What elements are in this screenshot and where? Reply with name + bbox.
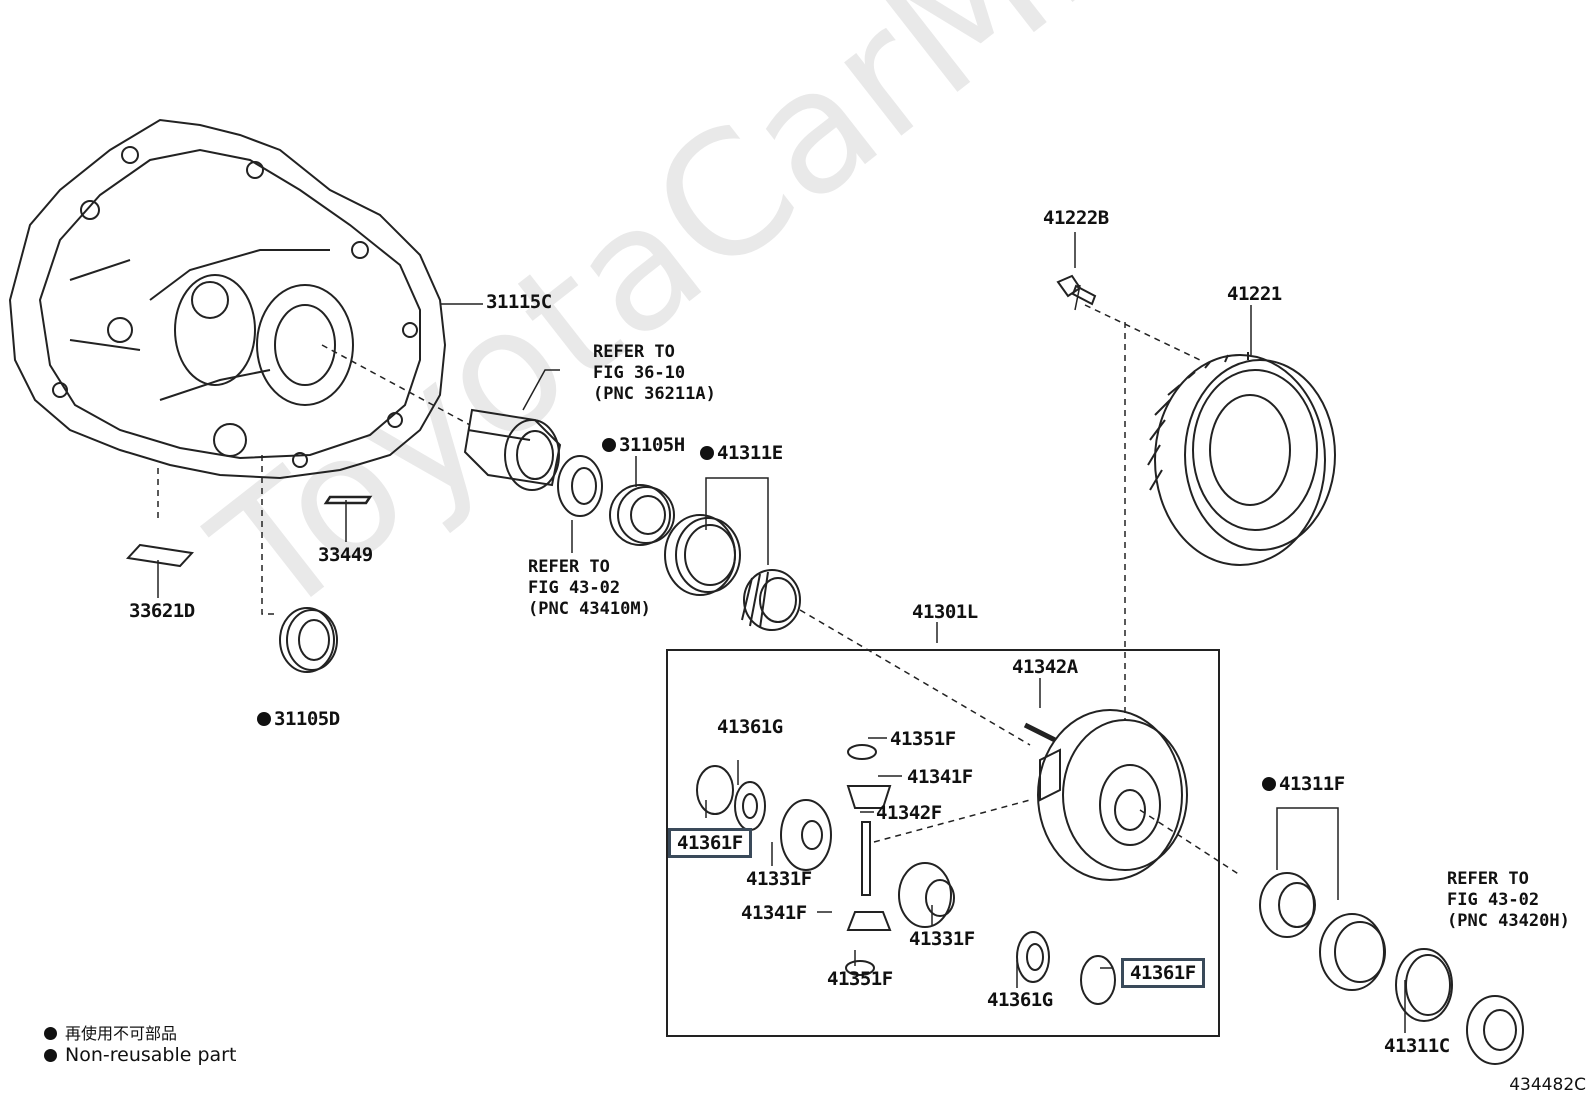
non-reusable-dot-icon <box>602 438 616 452</box>
washer-41361G-top-drawing <box>734 781 766 831</box>
label-41301L: 41301L <box>912 601 978 623</box>
non-reusable-dot-icon <box>44 1027 57 1040</box>
legend-en: Non-reusable part <box>44 1044 236 1066</box>
legend-jp: 再使用不可部品 <box>44 1020 177 1044</box>
label-41342F: 41342F <box>876 802 942 824</box>
pinion-41341F-top-drawing <box>846 785 892 809</box>
label-31105H: 31105H <box>602 436 685 455</box>
label-41311E: 41311E <box>700 444 783 463</box>
differential-assembly-box <box>666 649 1220 1037</box>
refer-note-43-02-b: REFER TO FIG 43-02 (PNC 43420H) <box>1447 869 1570 931</box>
label-41361G-bottom: 41361G <box>987 989 1053 1011</box>
ring-gear-41221-drawing <box>1147 352 1336 566</box>
label-33621D: 33621D <box>129 600 195 622</box>
shim-41311C-drawing <box>1395 948 1453 1022</box>
label-41351F-bottom: 41351F <box>827 968 893 990</box>
differential-case-41301L-drawing <box>1037 709 1188 881</box>
washer-41351F-top-drawing <box>847 744 877 760</box>
label-33449: 33449 <box>318 544 373 566</box>
bearing-31105H-drawing <box>609 484 675 546</box>
transmission-case-drawing <box>8 118 447 480</box>
label-31105D: 31105D <box>257 710 340 729</box>
shaft-41342F-drawing <box>861 821 871 896</box>
bearing-41311F-drawing <box>1259 872 1386 991</box>
refer-note-36-10: REFER TO FIG 36-10 (PNC 36211A) <box>593 342 716 404</box>
pinion-41341F-bottom-drawing <box>846 911 892 931</box>
side-gear-41331F-left-drawing <box>780 799 832 871</box>
pin-41342A-drawing <box>1023 722 1057 743</box>
washer-41361F-left-drawing <box>696 765 734 815</box>
label-41222B: 41222B <box>1043 207 1109 229</box>
label-41361G-top: 41361G <box>717 716 783 738</box>
leader-lines <box>157 232 1406 1033</box>
label-41342A: 41342A <box>1012 656 1078 678</box>
washer-41361G-bottom-drawing <box>1016 931 1050 983</box>
washer-41361F-right-drawing <box>1080 955 1116 1005</box>
bolt-41222B-drawing <box>1056 274 1097 306</box>
label-31115C: 31115C <box>486 291 552 313</box>
label-41311C: 41311C <box>1384 1035 1450 1057</box>
non-reusable-dot-icon <box>1262 777 1276 791</box>
oil-seal-43420H-drawing <box>1466 995 1524 1065</box>
washer-41351F-bottom-drawing <box>845 960 875 976</box>
label-41361F-left: 41361F <box>668 828 752 858</box>
label-41311F: 41311F <box>1262 775 1345 794</box>
label-41361F-right: 41361F <box>1121 958 1205 988</box>
label-41351F-top: 41351F <box>890 728 956 750</box>
plate-33621D-drawing <box>125 543 195 568</box>
washer-43410M-drawing <box>557 455 603 517</box>
label-41331F-right: 41331F <box>909 928 975 950</box>
non-reusable-dot-icon <box>44 1049 57 1062</box>
sleeve-36211A-drawing <box>463 408 562 491</box>
oil-seal-31105D-drawing <box>279 607 338 673</box>
label-41221: 41221 <box>1227 283 1282 305</box>
label-41341F-bottom: 41341F <box>741 902 807 924</box>
refer-note-43-02-a: REFER TO FIG 43-02 (PNC 43410M) <box>528 557 651 619</box>
label-41331F-left: 41331F <box>746 868 812 890</box>
label-41341F-top: 41341F <box>907 766 973 788</box>
figure-number: 434482C <box>1509 1075 1586 1095</box>
non-reusable-dot-icon <box>700 446 714 460</box>
non-reusable-dot-icon <box>257 712 271 726</box>
plug-33449-drawing <box>323 495 373 505</box>
bearing-41311E-drawing <box>664 514 801 631</box>
side-gear-41331F-right-drawing <box>898 862 955 928</box>
